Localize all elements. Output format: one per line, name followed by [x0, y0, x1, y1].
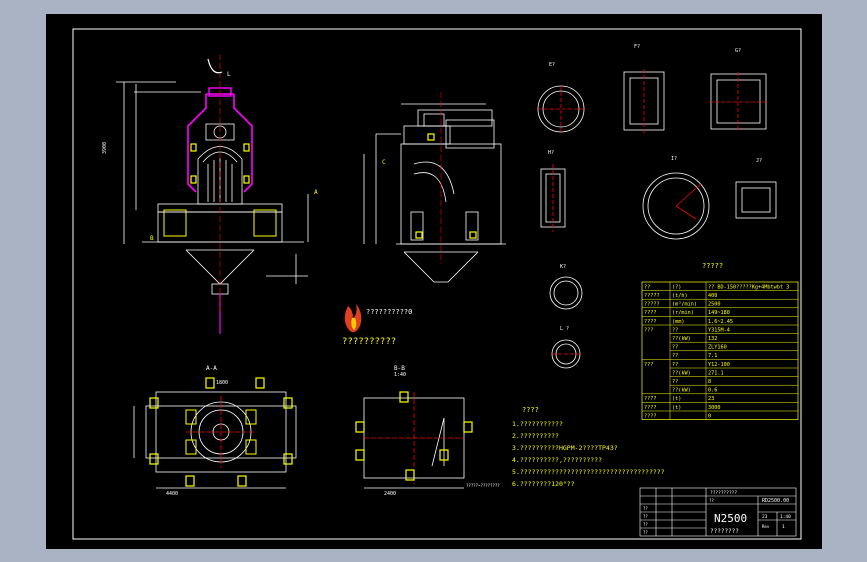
tech-param: ???? [644, 310, 657, 316]
title-weight: 23 [762, 514, 768, 520]
front-view-label: L [227, 71, 231, 78]
detail-g-label: G? [735, 48, 741, 54]
tech-unit: (?) [672, 284, 681, 290]
title-project: ?????????? [710, 490, 737, 496]
tech-unit: ??(kW) [672, 370, 691, 376]
tech-value: Y12-100 [708, 362, 730, 368]
tech-unit: ?? [672, 345, 678, 351]
tech-value: 0.6 [708, 388, 717, 394]
tech-unit: (t/h) [672, 293, 688, 299]
tech-unit: (m³/min) [672, 302, 697, 308]
tech-param: ????? [644, 302, 660, 308]
tech-param: ?? [644, 284, 650, 290]
tech-value: 23 [708, 396, 714, 402]
tech-unit: ?? [672, 379, 678, 385]
title-name-sub: ???????? [710, 528, 739, 535]
note-item: 5.????????????????????????????????????? [512, 468, 665, 476]
title-check: ?? [643, 514, 648, 519]
notes-heading: ???? [522, 406, 539, 414]
detail-f-label: F? [634, 44, 640, 50]
tech-param: ??? [644, 362, 653, 368]
tech-value: 7.1 [708, 353, 717, 359]
title-approve: ?? [643, 522, 648, 527]
title-sheet: 1 [782, 524, 785, 530]
note-item: 6.????????120°?? [512, 480, 575, 488]
tech-unit: ?? [672, 362, 678, 368]
tech-unit: (t) [672, 396, 681, 402]
tech-unit: (mm) [672, 319, 685, 325]
front-view [116, 54, 309, 334]
section-aa-label: A-A [206, 365, 217, 372]
tech-value: ?? BD-150?????Kg+4Mbtwbt 3 [708, 284, 789, 290]
logo-mark [344, 304, 362, 333]
tech-table-caption: ????? [702, 262, 723, 270]
detail-k-label: K? [560, 264, 566, 270]
dim-aa-top: 1800 [216, 380, 228, 386]
section-bb-view [355, 391, 473, 489]
tech-value: 1.6~2.45 [708, 319, 733, 325]
note-item: 2.?????????? [512, 432, 559, 440]
title-drawing-no: RD2500.00 [762, 498, 789, 504]
title-date: ?? [643, 530, 648, 535]
section-mark-a: A [314, 189, 318, 196]
detail-views [537, 69, 777, 369]
tech-value: Y315M-4 [708, 327, 730, 333]
dim-height: 3900 [102, 142, 108, 154]
tech-parameters-table: ?? (?) ?? BD-150?????Kg+4Mbtwbt 3????? (t/h… [641, 281, 799, 420]
tech-param: ??? [644, 327, 653, 333]
note-item: 4.??????????,?????????? [512, 456, 602, 464]
note-item: 1.??????????? [512, 420, 563, 428]
tech-value: 132 [708, 336, 717, 342]
drawing-canvas[interactable]: L A B 3900 [46, 14, 822, 549]
cad-drawing: L A B 3900 [72, 28, 802, 540]
section-bb-label: B-B [394, 365, 405, 372]
tech-param: ???? [644, 319, 657, 325]
tech-value: 0 [708, 413, 711, 419]
tech-unit: ??(kW) [672, 336, 691, 342]
section-mark-b: B [150, 235, 154, 242]
side-view-mark-c: C [382, 159, 386, 166]
dim-aa-width: 4400 [166, 491, 178, 497]
detail-j-label: J? [756, 158, 762, 164]
tech-unit: ?? [672, 327, 678, 333]
title-name: N2500 [714, 512, 747, 525]
section-aa-view [133, 377, 297, 489]
note-item: 3.??????????HGPM-2????TP43? [512, 444, 618, 452]
tech-value: 271.1 [708, 370, 724, 376]
dim-bb-width: 2400 [384, 491, 396, 497]
tech-param: ???? [644, 413, 657, 419]
section-bb-scale: 1:40 [394, 372, 406, 378]
tech-param: ???? [644, 405, 657, 411]
tech-unit: (t) [672, 405, 681, 411]
title-material: ?? [709, 498, 714, 503]
drawing-border [72, 28, 802, 540]
tech-value: 149~180 [708, 310, 730, 316]
title-rev: Rev [762, 524, 770, 529]
tech-unit: ?? [672, 353, 678, 359]
logo-title: ??????????0 [366, 308, 412, 316]
title-designer: ?? [643, 506, 648, 511]
tech-value: 400 [708, 293, 717, 299]
title-block [639, 487, 797, 537]
detail-h-label: H? [548, 150, 554, 156]
tech-param: ???? [644, 396, 657, 402]
tech-unit: (r/min) [672, 310, 694, 316]
detail-l-label: L ? [560, 326, 569, 332]
tech-param: ????? [644, 293, 660, 299]
tech-value: ZLY160 [708, 345, 727, 351]
callout-bottom: ?????~???????? [466, 483, 500, 488]
detail-e-label: E? [549, 62, 555, 68]
tech-value: 3000 [708, 405, 721, 411]
logo-subtitle: ?????????? [342, 337, 396, 347]
tech-unit: ??(kW) [672, 388, 691, 394]
side-view [363, 92, 506, 283]
notes-list: 1.??????????? 2.?????????? 3.??????????H… [512, 420, 665, 488]
tech-value: 8 [708, 379, 711, 385]
tech-value: 2500 [708, 302, 721, 308]
detail-i-label: I? [671, 156, 677, 162]
title-scale: 1:40 [780, 514, 791, 520]
